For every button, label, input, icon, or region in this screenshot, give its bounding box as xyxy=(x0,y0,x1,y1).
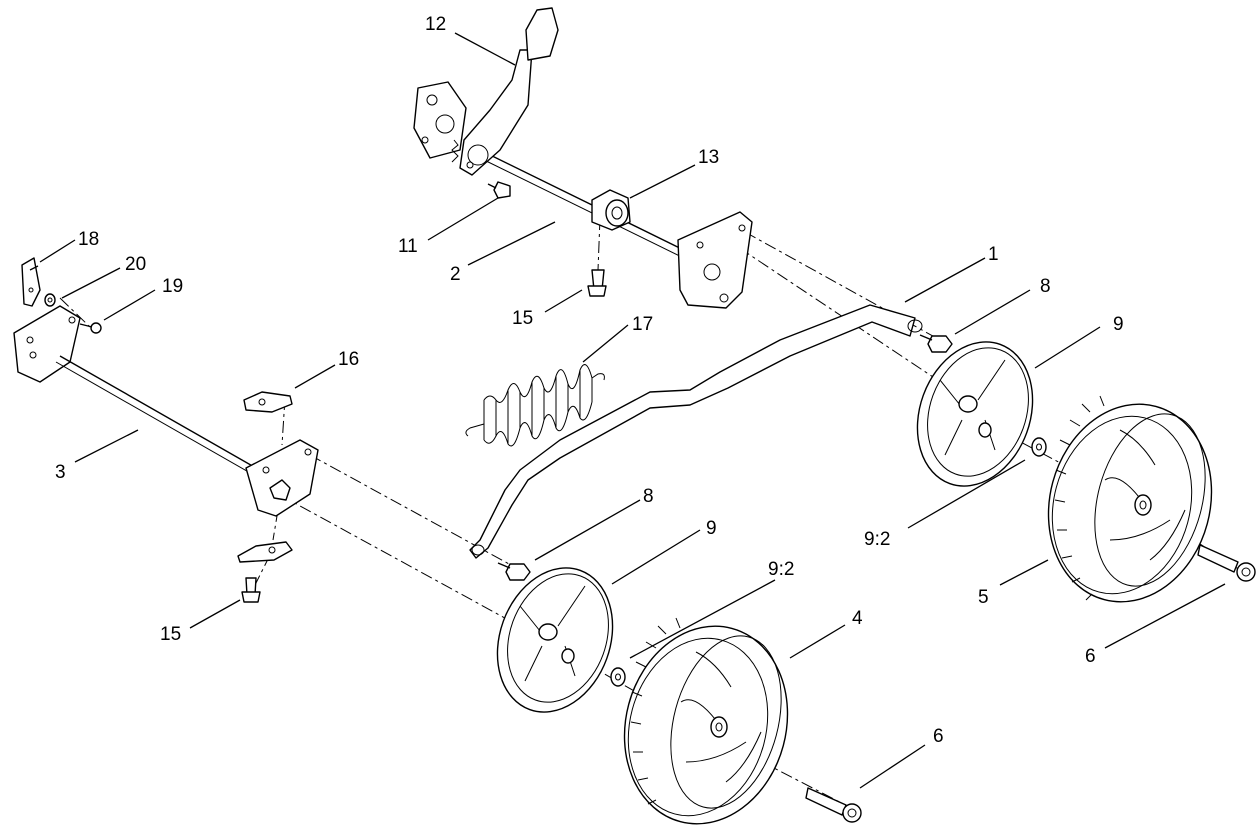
callout-5: 5 xyxy=(978,587,989,608)
callout-3: 3 xyxy=(55,462,66,483)
callout-1: 1 xyxy=(988,244,999,265)
callout-9-upper: 9 xyxy=(1113,314,1124,335)
bolt-11 xyxy=(487,181,511,199)
bracket-lower xyxy=(237,541,293,563)
screw-19 xyxy=(79,322,102,334)
callout-8-lower: 8 xyxy=(643,486,654,507)
callout-11: 11 xyxy=(398,236,418,257)
hub-plate-9-upper xyxy=(916,341,1034,487)
extension-spring xyxy=(465,364,605,447)
height-adjust-link xyxy=(469,304,923,559)
callout-6-lower: 6 xyxy=(933,726,944,747)
callout-15-upper: 15 xyxy=(512,308,533,329)
bolt-15-lower xyxy=(241,577,261,603)
callout-18: 18 xyxy=(78,229,99,250)
callout-12: 12 xyxy=(425,14,446,35)
washer-9-2-lower xyxy=(610,667,626,687)
bolt-8-upper xyxy=(919,334,953,353)
washer-20 xyxy=(44,293,56,307)
callout-15-lower: 15 xyxy=(160,624,181,645)
callout-labels: 12 13 11 2 15 1 8 9 17 16 18 20 19 3 8 9… xyxy=(55,14,1124,747)
callout-9-lower: 9 xyxy=(706,518,717,539)
leader-lines xyxy=(39,32,1226,789)
washer-9-2-upper xyxy=(1031,437,1047,457)
rear-axle-rod xyxy=(55,355,271,483)
upper-axle-rod xyxy=(477,149,701,266)
shoulder-bolt-6-upper xyxy=(1197,544,1256,582)
shoulder-bolt-6-lower xyxy=(805,787,862,823)
bolt-15-upper xyxy=(587,269,607,297)
wheel-5 xyxy=(1047,395,1213,603)
hub-plate-9-lower xyxy=(496,567,614,713)
callout-17: 17 xyxy=(632,314,653,335)
callout-8-upper: 8 xyxy=(1040,276,1051,297)
callout-16: 16 xyxy=(338,349,359,370)
callout-6-upper: 6 xyxy=(1085,646,1096,667)
bolt-8-lower xyxy=(497,562,531,581)
callout-13: 13 xyxy=(698,147,719,168)
callout-20: 20 xyxy=(125,254,146,275)
callout-19: 19 xyxy=(162,276,183,297)
callout-2: 2 xyxy=(450,264,461,285)
callout-4: 4 xyxy=(852,608,863,629)
bracket-16 xyxy=(243,391,293,413)
pivot-bushing xyxy=(591,189,631,231)
clip-18 xyxy=(21,257,41,307)
callout-9-2-upper: 9:2 xyxy=(864,529,890,550)
wheel-4 xyxy=(623,617,789,825)
center-mounting-plate xyxy=(245,439,319,517)
callout-9-2-lower: 9:2 xyxy=(768,559,794,580)
height-adjust-lever xyxy=(413,7,559,176)
right-mounting-plate xyxy=(677,211,753,309)
